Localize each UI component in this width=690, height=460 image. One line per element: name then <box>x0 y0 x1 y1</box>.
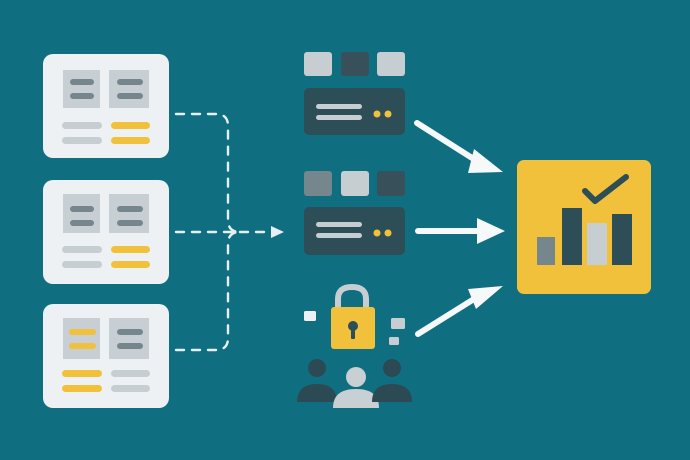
server-square <box>304 52 332 76</box>
card-line <box>62 246 102 253</box>
card-line <box>117 79 143 85</box>
card-body <box>43 180 169 284</box>
card-body <box>43 304 169 408</box>
server-line <box>316 233 362 238</box>
server-square <box>304 171 332 196</box>
dashboard-card <box>517 160 651 294</box>
card-line <box>111 137 150 144</box>
card-line <box>62 122 102 129</box>
server-led <box>373 229 381 237</box>
card-line <box>70 206 94 212</box>
card-line <box>62 261 102 268</box>
server-icon <box>304 88 405 135</box>
arrowhead-middle <box>477 218 505 244</box>
user-head-left <box>308 359 326 377</box>
security-note <box>391 318 405 329</box>
chart-bar <box>612 214 632 265</box>
source-card-bottom <box>43 304 169 408</box>
server-square <box>341 171 369 196</box>
card-panel-right <box>109 318 149 359</box>
user-head-center <box>346 367 366 387</box>
dashed-link-bottom <box>174 230 242 352</box>
server-group-middle <box>304 171 405 255</box>
card-line <box>117 220 143 226</box>
card-line <box>111 385 150 392</box>
card-panel-left <box>63 318 100 359</box>
check-icon <box>582 174 629 204</box>
user-body-left <box>297 384 337 402</box>
server-group-top <box>304 52 405 135</box>
security-note <box>389 337 399 345</box>
arrowhead-top <box>468 149 503 173</box>
chart-bar <box>562 208 582 265</box>
card-panel-right <box>109 194 149 233</box>
card-line <box>70 93 94 99</box>
server-square <box>377 171 405 196</box>
card-line <box>69 329 96 335</box>
card-line <box>70 220 94 226</box>
card-line <box>117 93 143 99</box>
card-line <box>117 343 143 349</box>
chart-bar <box>587 223 607 265</box>
card-line <box>70 79 94 85</box>
source-card-middle <box>43 180 169 284</box>
server-line <box>316 115 362 120</box>
keyhole-stem <box>351 329 355 339</box>
card-line <box>62 137 102 144</box>
card-body <box>43 54 169 158</box>
card-line <box>117 206 143 212</box>
security-note <box>304 311 316 321</box>
card-line <box>62 370 102 377</box>
arrow-bottom <box>415 291 485 337</box>
lock-shackle <box>335 283 369 311</box>
card-line <box>111 122 150 129</box>
user-body-right <box>372 384 412 402</box>
card-line <box>111 370 150 377</box>
keyhole <box>348 321 358 331</box>
server-square <box>377 52 405 76</box>
dashed-link-top <box>174 112 242 234</box>
source-card-top <box>43 54 169 158</box>
card-line <box>111 246 150 253</box>
security-group <box>297 283 412 408</box>
card-panel-left <box>63 194 100 233</box>
arrow-top <box>414 120 483 166</box>
card-line <box>111 261 150 268</box>
arrowhead-bottom <box>468 286 503 309</box>
server-led <box>384 229 392 237</box>
dashed-arrowhead <box>271 226 284 238</box>
server-icon <box>304 207 405 255</box>
card-panel-right <box>109 70 149 108</box>
server-square <box>341 52 369 76</box>
server-line <box>316 104 362 109</box>
server-led <box>373 110 381 118</box>
card-line <box>69 343 96 349</box>
chart-bar <box>537 237 555 265</box>
user-body-center <box>333 389 379 408</box>
card-panel-left <box>63 70 100 108</box>
flow-arrows <box>414 120 485 337</box>
server-led <box>384 110 392 118</box>
server-line <box>316 222 362 227</box>
card-line <box>117 329 143 335</box>
user-head-right <box>383 359 401 377</box>
card-line <box>62 385 102 392</box>
dashed-connectors <box>174 112 273 352</box>
